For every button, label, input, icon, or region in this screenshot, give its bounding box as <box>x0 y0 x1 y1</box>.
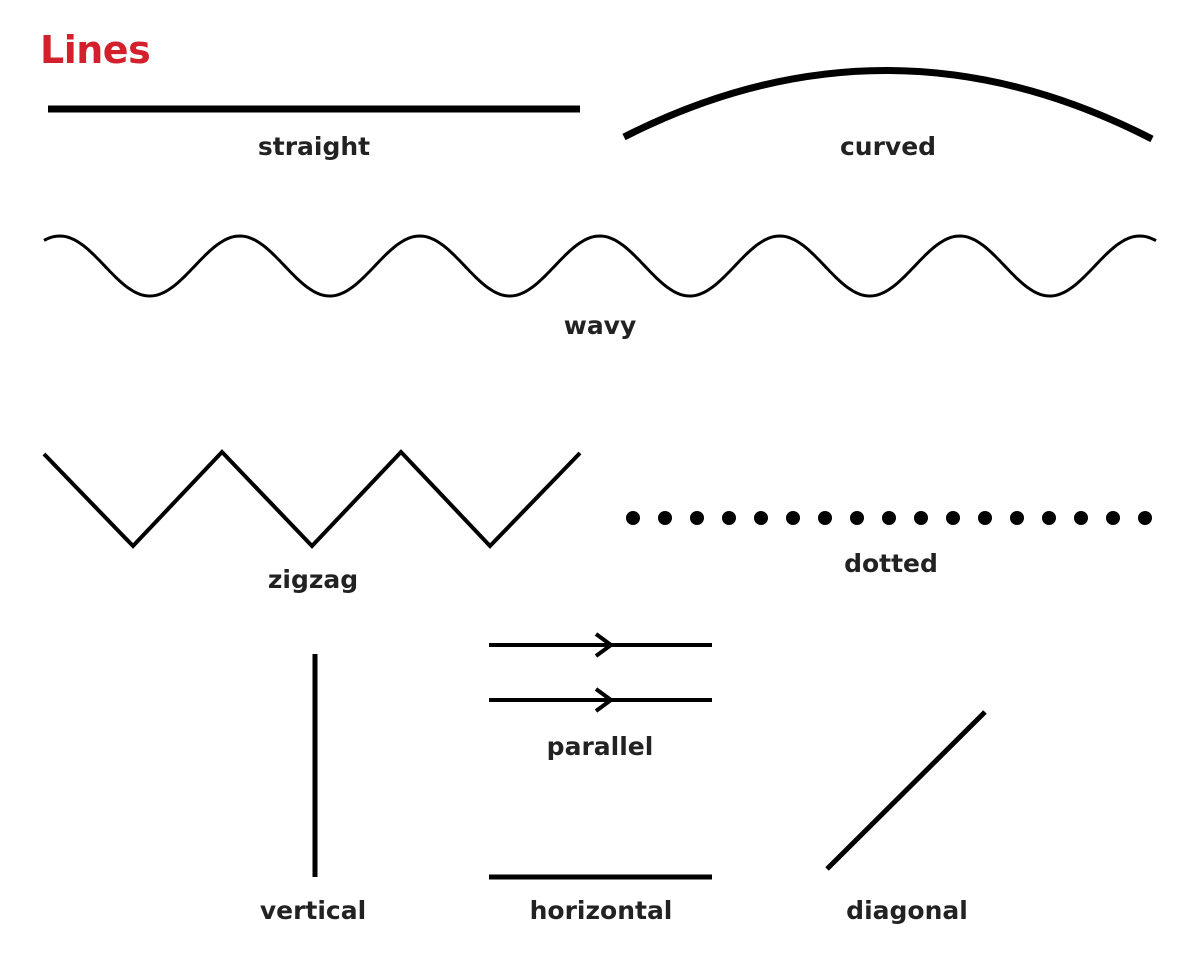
wavy-line <box>43 234 1157 298</box>
dot <box>1138 511 1152 525</box>
dotted-label: dotted <box>844 549 938 578</box>
dot <box>754 511 768 525</box>
horizontal-label: horizontal <box>530 896 673 925</box>
dot <box>658 511 672 525</box>
dot <box>946 511 960 525</box>
straight-line-group: straight <box>48 105 580 161</box>
curved-label: curved <box>840 132 936 161</box>
dot <box>690 511 704 525</box>
dot <box>914 511 928 525</box>
dotted-line-group: dotted <box>626 511 1152 578</box>
parallel-line-group: parallel <box>489 632 712 761</box>
parallel-label: parallel <box>547 732 654 761</box>
page-title: Lines <box>40 28 151 72</box>
dot <box>1042 511 1056 525</box>
zigzag-label: zigzag <box>268 565 358 594</box>
dot <box>882 511 896 525</box>
wavy-label: wavy <box>564 311 637 340</box>
parallel-arrow-bottom-icon <box>594 687 615 713</box>
vertical-line-group: vertical <box>260 654 366 925</box>
diagonal-line <box>825 710 987 871</box>
dot <box>850 511 864 525</box>
wavy-line-group: wavy <box>43 234 1157 340</box>
vertical-label: vertical <box>260 896 366 925</box>
dot <box>1074 511 1088 525</box>
curved-line-group: curved <box>622 67 1154 161</box>
dot <box>722 511 736 525</box>
dot <box>786 511 800 525</box>
parallel-arrow-top-icon <box>594 632 615 658</box>
dot <box>818 511 832 525</box>
curved-line <box>622 67 1154 143</box>
zigzag-line <box>42 449 582 549</box>
diagonal-line-group: diagonal <box>825 710 987 925</box>
dot <box>626 511 640 525</box>
dot <box>1010 511 1024 525</box>
dotted-line <box>626 511 1152 525</box>
dot <box>978 511 992 525</box>
dot <box>1106 511 1120 525</box>
zigzag-line-group: zigzag <box>42 449 582 594</box>
diagonal-label: diagonal <box>846 896 968 925</box>
straight-label: straight <box>258 132 370 161</box>
horizontal-line-group: horizontal <box>489 874 712 925</box>
